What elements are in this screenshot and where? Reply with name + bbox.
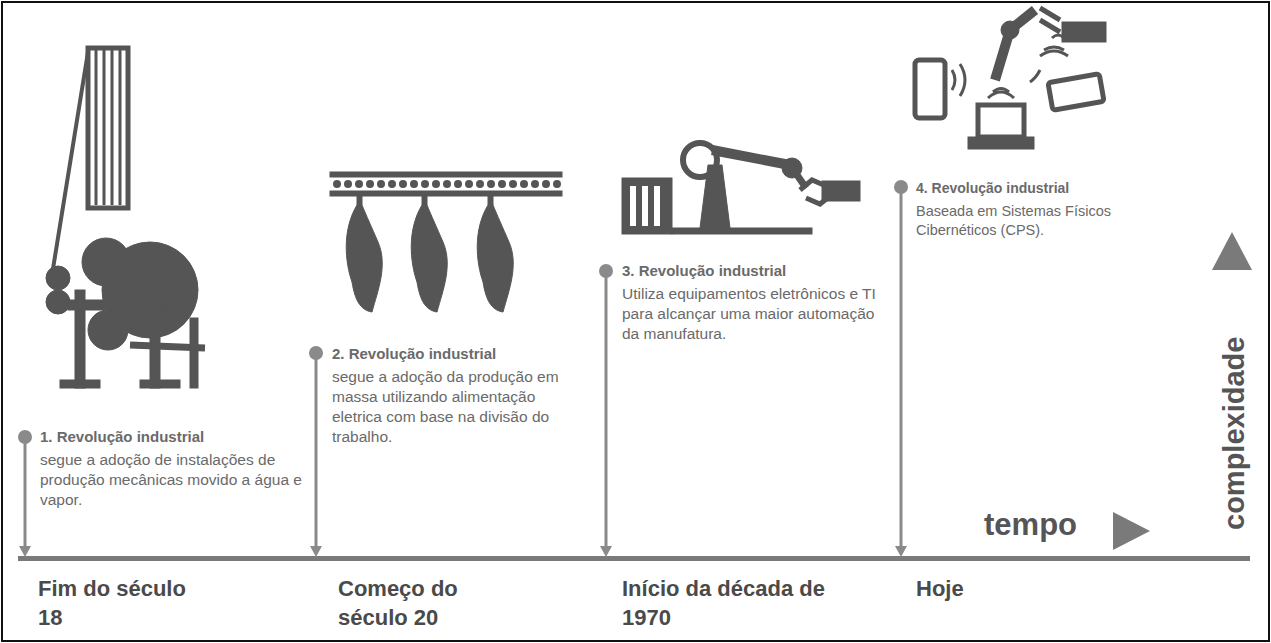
era-description: Baseada em Sistemas Físicos Cibernéticos… [916,202,1126,240]
era-date: Começo do século 20 [338,574,508,632]
era-date: Fim do século 18 [38,574,188,632]
axis-label: complexidade [1218,337,1251,530]
era-date: Hoje [916,574,1066,603]
conveyor-icon [330,172,562,312]
era-heading: 1. Revolução industrial [40,428,204,445]
era-date: Início da década de 1970 [622,574,862,632]
era-heading: 2. Revolução industrial [332,345,496,362]
era-heading: 3. Revolução industrial [622,262,786,279]
robot-icon [622,143,860,234]
era-description: segue a adoção da produção em massa util… [332,367,562,447]
loom-icon [46,48,205,388]
era-description: Utiliza equipamentos eletrônicos e TI pa… [622,284,892,344]
era-heading: 4. Revolução industrial [916,180,1069,196]
axis-label: tempo [984,507,1077,543]
era-description: segue a adoção de instalações de produçã… [40,450,310,510]
devices-icon [915,8,1106,149]
